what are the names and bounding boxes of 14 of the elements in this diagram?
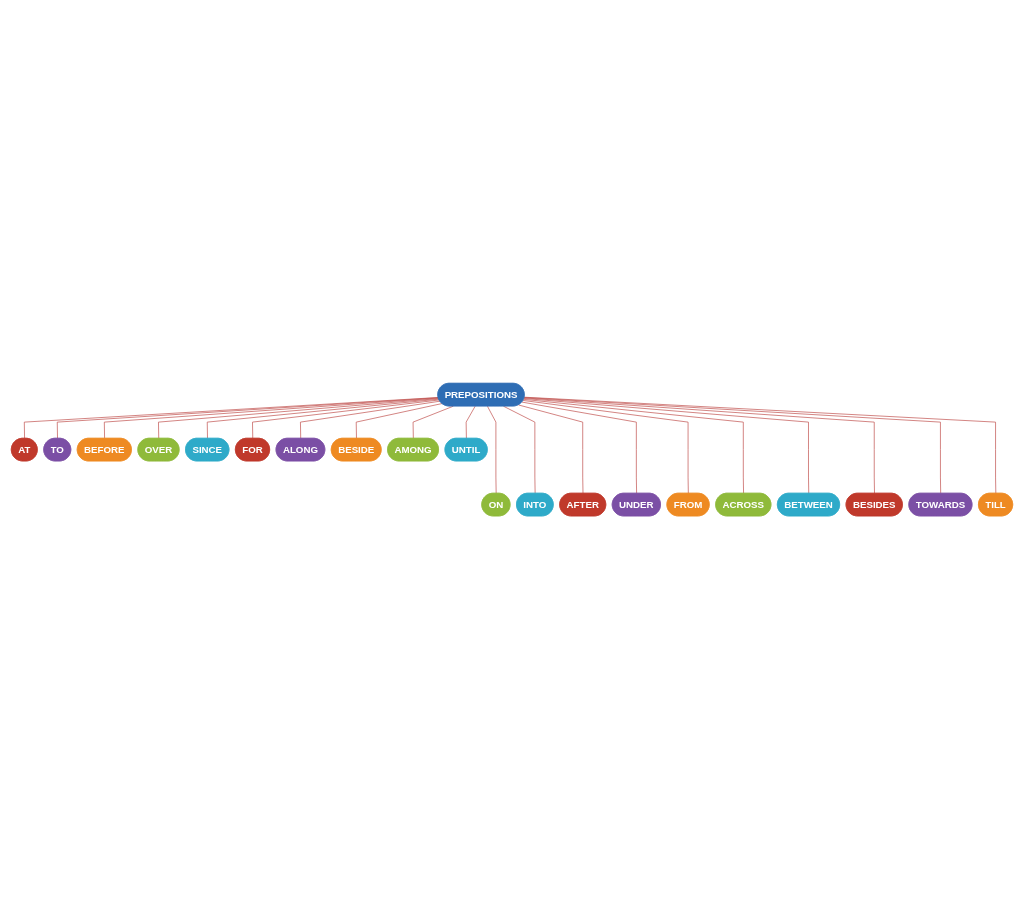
connector — [523, 399, 744, 495]
connector — [158, 398, 439, 440]
connector — [522, 400, 689, 495]
connector — [300, 401, 441, 440]
connector — [503, 406, 536, 495]
connector — [523, 397, 875, 495]
connector — [206, 399, 440, 440]
connector — [521, 402, 637, 495]
connector — [465, 406, 476, 440]
connector — [518, 405, 584, 495]
connector — [523, 398, 810, 495]
connector — [487, 406, 497, 495]
connector — [355, 403, 443, 440]
connector — [252, 400, 440, 440]
